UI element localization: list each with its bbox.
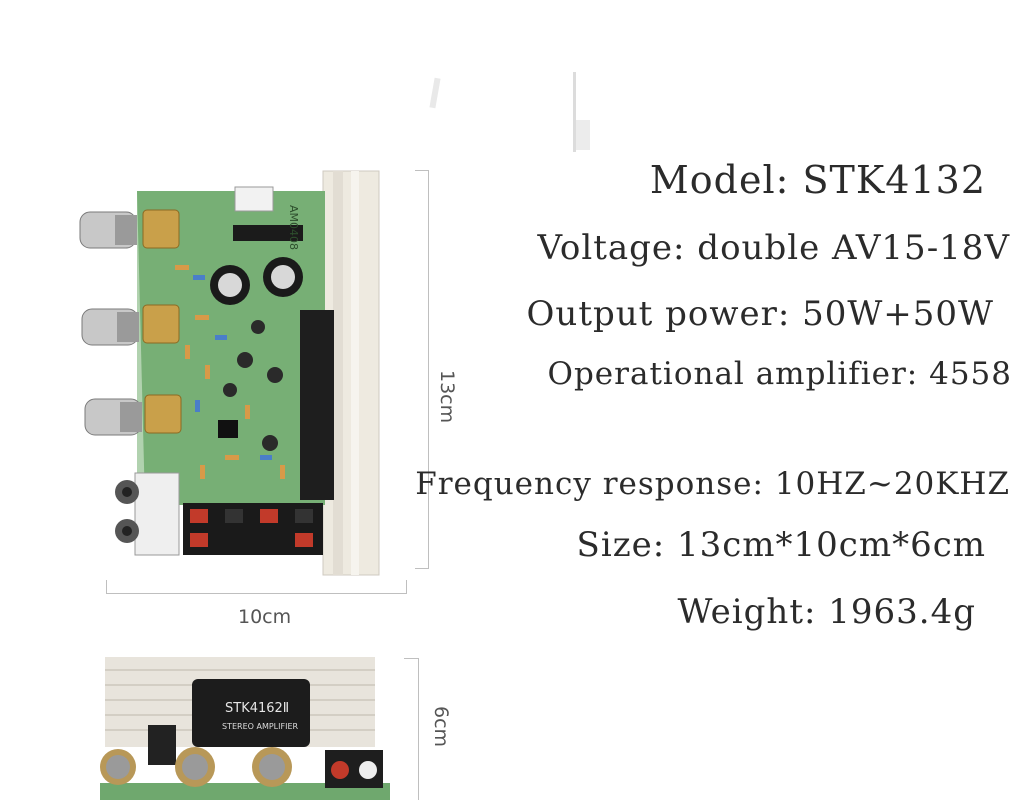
width-dimension-tick xyxy=(106,580,107,594)
chip-sublabel: STEREO AMPLIFIER xyxy=(222,722,299,731)
artifact-mark xyxy=(576,120,590,150)
height-dimension-line xyxy=(428,170,429,568)
height-dimension-label: 13cm xyxy=(436,370,458,424)
spec-op-amp: Operational amplifier: 4558 xyxy=(547,356,1012,392)
pcb-code-label: AM0408 xyxy=(287,205,300,251)
depth-dimension-tick xyxy=(404,658,418,659)
amplifier-board-top-view xyxy=(79,170,380,576)
artifact-mark xyxy=(429,77,441,109)
depth-dimension-label: 6cm xyxy=(430,706,452,748)
amplifier-board-side-view xyxy=(100,657,390,800)
width-dimension-label: 10cm xyxy=(238,606,292,628)
spec-size: Size: 13cm*10cm*6cm xyxy=(576,525,986,565)
spec-output-power: Output power: 50W+50W xyxy=(526,294,994,334)
chip-label: STK4162Ⅱ xyxy=(225,701,290,716)
height-dimension-tick xyxy=(415,568,429,569)
spec-frequency: Frequency response: 10HZ~20KHZ xyxy=(415,466,1010,502)
artifact-mark xyxy=(573,72,576,152)
width-dimension-line xyxy=(106,593,406,594)
height-dimension-tick xyxy=(415,170,429,171)
depth-dimension-line xyxy=(418,658,419,800)
spec-voltage: Voltage: double AV15-18V xyxy=(537,228,1010,268)
spec-model: Model: STK4132 xyxy=(649,158,986,202)
width-dimension-tick xyxy=(406,580,407,594)
spec-weight: Weight: 1963.4g xyxy=(677,592,976,632)
